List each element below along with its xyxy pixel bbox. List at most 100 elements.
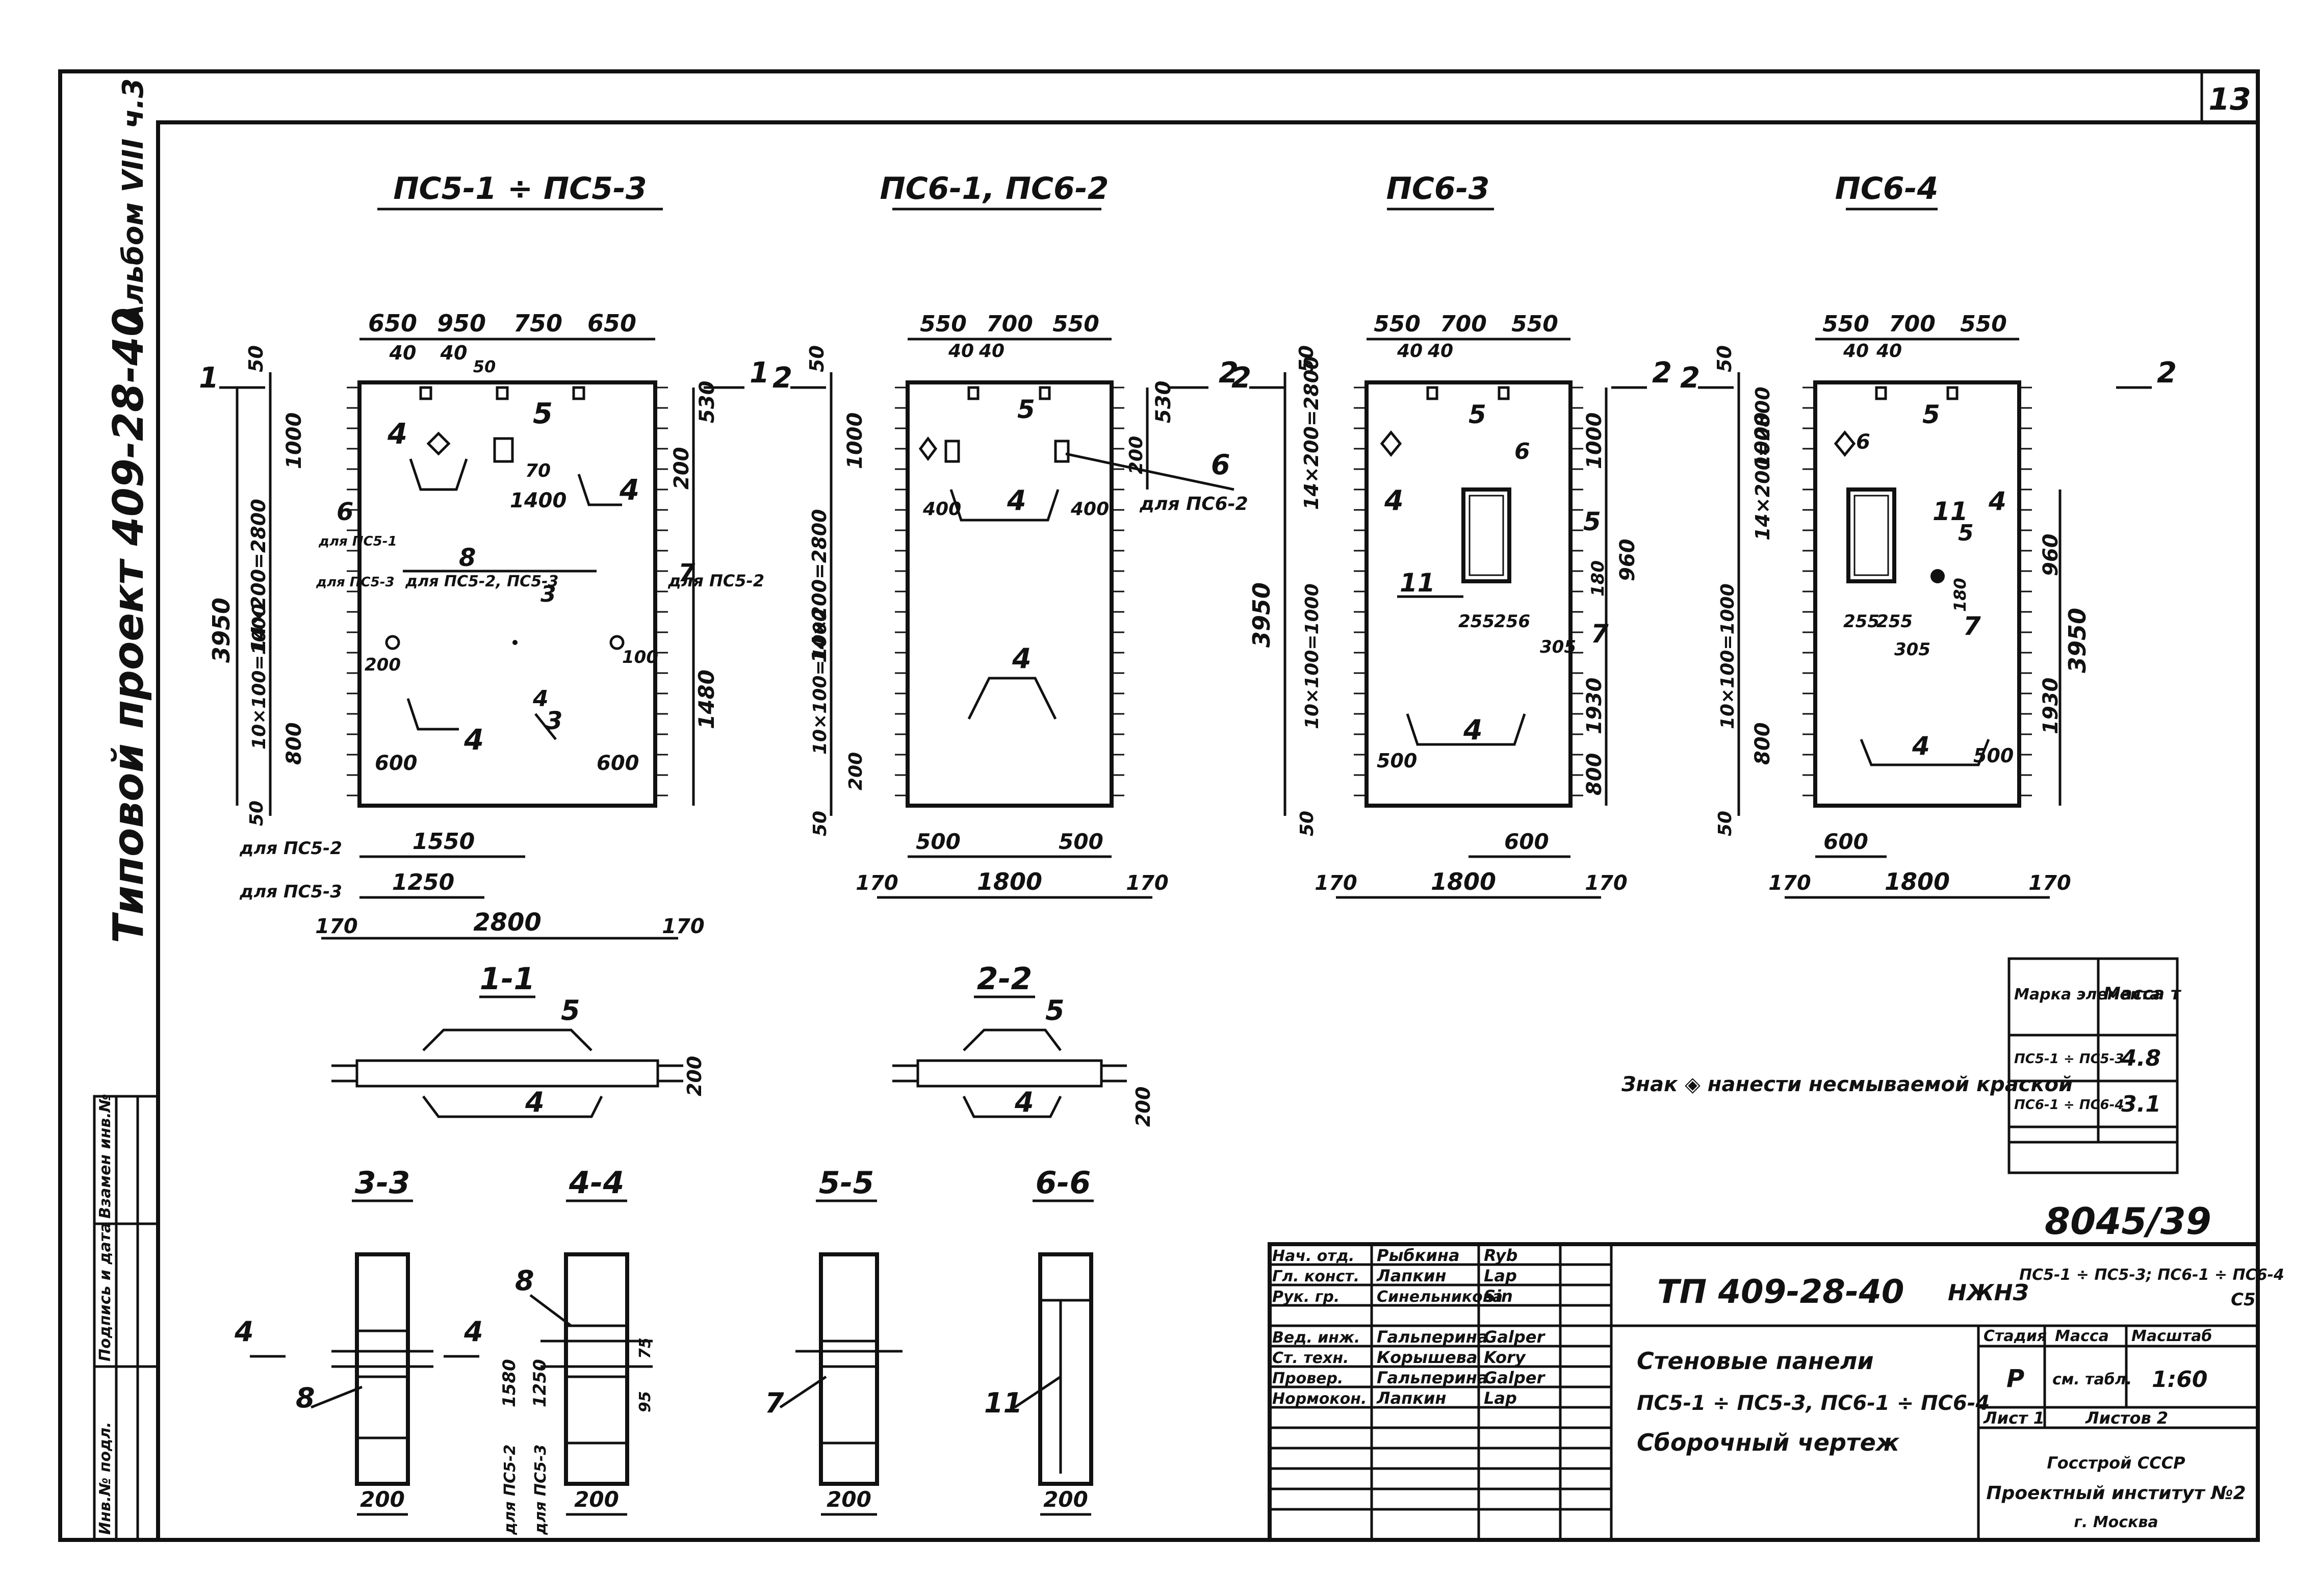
callout: 8 xyxy=(459,544,476,572)
org-name: г. Москва xyxy=(2074,1513,2158,1531)
sign-role: Рук. гр. xyxy=(1272,1288,1340,1306)
dim: 50 xyxy=(1297,811,1318,836)
window-opening xyxy=(1846,487,1896,583)
panel-ps5: ПС5-1 ÷ ПС5-3 650 950 750 650 40 40 50 1… xyxy=(199,171,769,940)
sheets-label: Листов 2 xyxy=(2085,1408,2168,1428)
page-number-box xyxy=(2200,70,2259,124)
left-strip: Инв.№ подл. Подпись и дата Взамен инв.№ xyxy=(93,1094,160,1541)
callout: 11 xyxy=(1933,497,1968,526)
dim: 50 xyxy=(1715,811,1736,836)
callout: 4 xyxy=(387,418,407,451)
dim: 500 xyxy=(1973,744,2014,767)
dim: 200 xyxy=(574,1487,619,1512)
dim: 1000 xyxy=(282,413,306,469)
dim: 305 xyxy=(1540,637,1576,657)
sign-name: Рыбкина xyxy=(1377,1246,1460,1265)
table-cell: 3.1 xyxy=(2121,1091,2161,1117)
dim: 200 xyxy=(1043,1487,1088,1512)
dim: 550 xyxy=(920,311,967,337)
dim: 700 xyxy=(986,311,1033,337)
dim: 1800 xyxy=(1431,868,1496,895)
scale-header: Масштаб xyxy=(2131,1327,2212,1345)
section-title: 3-3 xyxy=(355,1165,410,1201)
note: для ПС5-1 xyxy=(318,534,397,549)
sign-name: Гальперина xyxy=(1377,1327,1488,1347)
mass-table: Марка элемента Масса т ПС5-1 ÷ ПС5-3 4.8… xyxy=(2007,957,2182,1174)
section-title: 4-4 xyxy=(569,1165,624,1201)
callout: 7 xyxy=(678,559,696,587)
dim: 2800 xyxy=(473,908,542,937)
dim: 40 xyxy=(389,342,417,364)
dim: 200 xyxy=(827,1487,871,1512)
dim: 50 xyxy=(806,345,828,372)
dim: 1000 xyxy=(1583,413,1606,469)
dim: 200 xyxy=(1132,1087,1154,1127)
album-label: Альбом VIII ч.3 xyxy=(117,78,150,328)
dim: 255 xyxy=(1876,611,1913,632)
note: для ПС5-2 xyxy=(501,1445,519,1535)
dim: 1400 xyxy=(510,489,566,512)
signature: Sin xyxy=(1484,1286,1513,1306)
panel-outline xyxy=(906,380,1114,808)
panel-outline xyxy=(1813,380,2021,808)
callout: 8 xyxy=(296,1382,315,1414)
dim: 550 xyxy=(1052,311,1099,337)
project-code: ТП 409-28-40 xyxy=(1657,1273,1904,1311)
mass-header: Масса xyxy=(2055,1327,2109,1345)
dim: 1480 xyxy=(694,670,719,729)
callout: 5 xyxy=(533,397,553,430)
dim-height: 3950 xyxy=(208,598,235,663)
sign-role: Вед. инж. xyxy=(1272,1329,1360,1347)
callout: 4 xyxy=(1012,642,1032,675)
dim: 550 xyxy=(1960,311,2007,337)
section-6-6: 6-6 11 200 xyxy=(984,1165,1094,1516)
dim: 100 xyxy=(622,647,658,667)
dim: 40 xyxy=(1843,341,1869,362)
dim: 50 xyxy=(1295,345,1318,372)
dim: 75 xyxy=(636,1337,654,1359)
dim: 200 xyxy=(360,1487,405,1512)
section-3-3: 3-3 8 4 200 xyxy=(234,1165,433,1516)
section-title: 6-6 xyxy=(1036,1165,1091,1201)
sign-name: Гальперина xyxy=(1377,1368,1488,1387)
dim: 170 xyxy=(1315,871,1357,895)
callout: 4 xyxy=(532,686,549,712)
note: для ПС5-3 xyxy=(239,882,342,902)
dim: 960 xyxy=(1616,539,1639,582)
dim: 950 xyxy=(437,310,486,337)
dim: 50 xyxy=(245,345,267,372)
sign-name: Лапкин xyxy=(1376,1388,1447,1408)
dim: 530 xyxy=(1152,381,1175,424)
dim: 800 xyxy=(1583,753,1606,796)
note: для ПС5-3 xyxy=(316,575,395,590)
dim: 14×200=2800 xyxy=(1752,387,1774,540)
dim: 200 xyxy=(365,655,401,675)
note: для ПС5-2 xyxy=(239,838,342,859)
dim: 530 xyxy=(696,381,719,424)
sheet-label: Лист 1 xyxy=(1983,1408,2045,1428)
dim: 1930 xyxy=(2039,678,2063,734)
dim: 600 xyxy=(1504,829,1549,854)
sheet-suffix: С5 xyxy=(2231,1290,2256,1310)
callout: 4 xyxy=(619,474,639,507)
dim: 650 xyxy=(368,310,417,337)
dim: 255 xyxy=(1458,611,1495,632)
sign-role: Провер. xyxy=(1272,1370,1343,1387)
title-block: Нач. отд. Рыбкина Ryb Гл. конст. Лапкин … xyxy=(1268,1242,2284,1542)
dim: 1800 xyxy=(977,868,1042,895)
dim: 550 xyxy=(1822,311,1869,337)
dim: 255 xyxy=(1843,611,1879,632)
note: для ПС5-2 xyxy=(667,571,764,590)
dim: 800 xyxy=(282,723,306,765)
panel-title: ПС6-4 xyxy=(1835,171,1939,207)
window-opening xyxy=(1461,487,1511,583)
panel-ps6-4: ПС6-4 550 700 550 40 40 2 2 50 1000 14×2… xyxy=(1680,171,2177,899)
note: для ПС6-2 xyxy=(1139,494,1248,514)
callout: 5 xyxy=(1017,395,1035,424)
callout: 4 xyxy=(1384,484,1404,517)
dim: 700 xyxy=(1889,311,1936,337)
dim: 10×100=1000 xyxy=(249,604,270,750)
drawing-name: Стеновые панели xyxy=(1637,1347,1874,1375)
page-number: 13 xyxy=(2208,82,2251,117)
